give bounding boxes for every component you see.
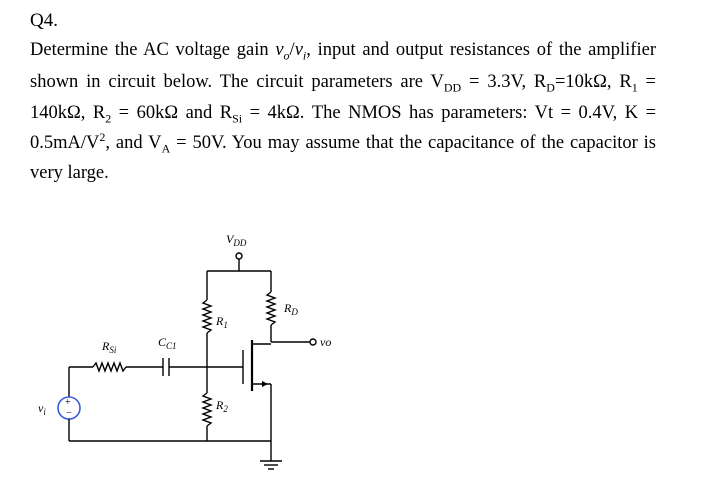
cc1-label: CC1 xyxy=(158,335,177,351)
vi-label: vi xyxy=(38,401,46,417)
vo-subscript: o xyxy=(283,48,290,63)
rd-resistor xyxy=(265,291,277,326)
text-segment: = 4kΩ. The NMOS has parameters: Vt = 0.4… xyxy=(242,103,657,123)
vi-subscript: i xyxy=(302,48,307,63)
r2-resistor xyxy=(201,392,213,427)
text-segment: = 3.3V, R xyxy=(461,72,547,92)
vdd-label: VDD xyxy=(226,232,247,248)
text-segment: =10kΩ, R xyxy=(554,72,632,92)
rsi-label: RSi xyxy=(101,339,117,355)
r1-label: R1 xyxy=(215,314,228,330)
vo-symbol: v xyxy=(275,40,284,60)
va-subscript: A xyxy=(161,141,171,156)
source-arrow-icon xyxy=(262,381,268,387)
question-line-4: 0.5mA/V2, and VA = 50V. You may assume t… xyxy=(30,131,656,155)
squared-superscript: 2 xyxy=(99,129,106,144)
rd-subscript: D xyxy=(546,80,555,95)
r1-subscript: 1 xyxy=(631,80,638,95)
text-segment: = 50V. You may assume that the capacitan… xyxy=(170,133,657,153)
vo-terminal xyxy=(309,338,317,346)
r2-label: R2 xyxy=(215,398,228,414)
text-segment: 0.5mA/V xyxy=(30,133,100,153)
question-line-5: very large. xyxy=(30,163,109,183)
vi-symbol: v xyxy=(294,40,303,60)
text-segment: , input and output resistances of the am… xyxy=(306,40,656,60)
r1-resistor xyxy=(201,299,213,334)
text-segment: 140kΩ, R xyxy=(30,103,106,123)
question-number: Q4. xyxy=(30,10,58,31)
rsi-subscript: Si xyxy=(232,111,243,126)
text-segment: = 60kΩ and R xyxy=(111,103,233,123)
vdd-terminal xyxy=(235,252,243,260)
question-line-3: 140kΩ, R2 = 60kΩ and RSi = 4kΩ. The NMOS… xyxy=(30,101,656,125)
text-segment: , and V xyxy=(105,133,162,153)
vdd-subscript: DD xyxy=(443,80,462,95)
text-segment: = xyxy=(637,72,656,92)
r2-subscript: 2 xyxy=(105,111,112,126)
slash: / xyxy=(289,40,295,60)
vo-label: vo xyxy=(320,335,331,349)
source-plus: + xyxy=(65,397,71,408)
text-segment: shown in circuit below. The circuit para… xyxy=(30,72,444,92)
source-minus: − xyxy=(66,408,72,419)
question-line-2: shown in circuit below. The circuit para… xyxy=(30,70,656,94)
question-line-1: Determine the AC voltage gain vo/vi, inp… xyxy=(30,38,656,62)
rd-label: RD xyxy=(283,301,298,317)
text-segment: Determine the AC voltage gain xyxy=(30,40,276,60)
rsi-resistor xyxy=(92,361,127,373)
